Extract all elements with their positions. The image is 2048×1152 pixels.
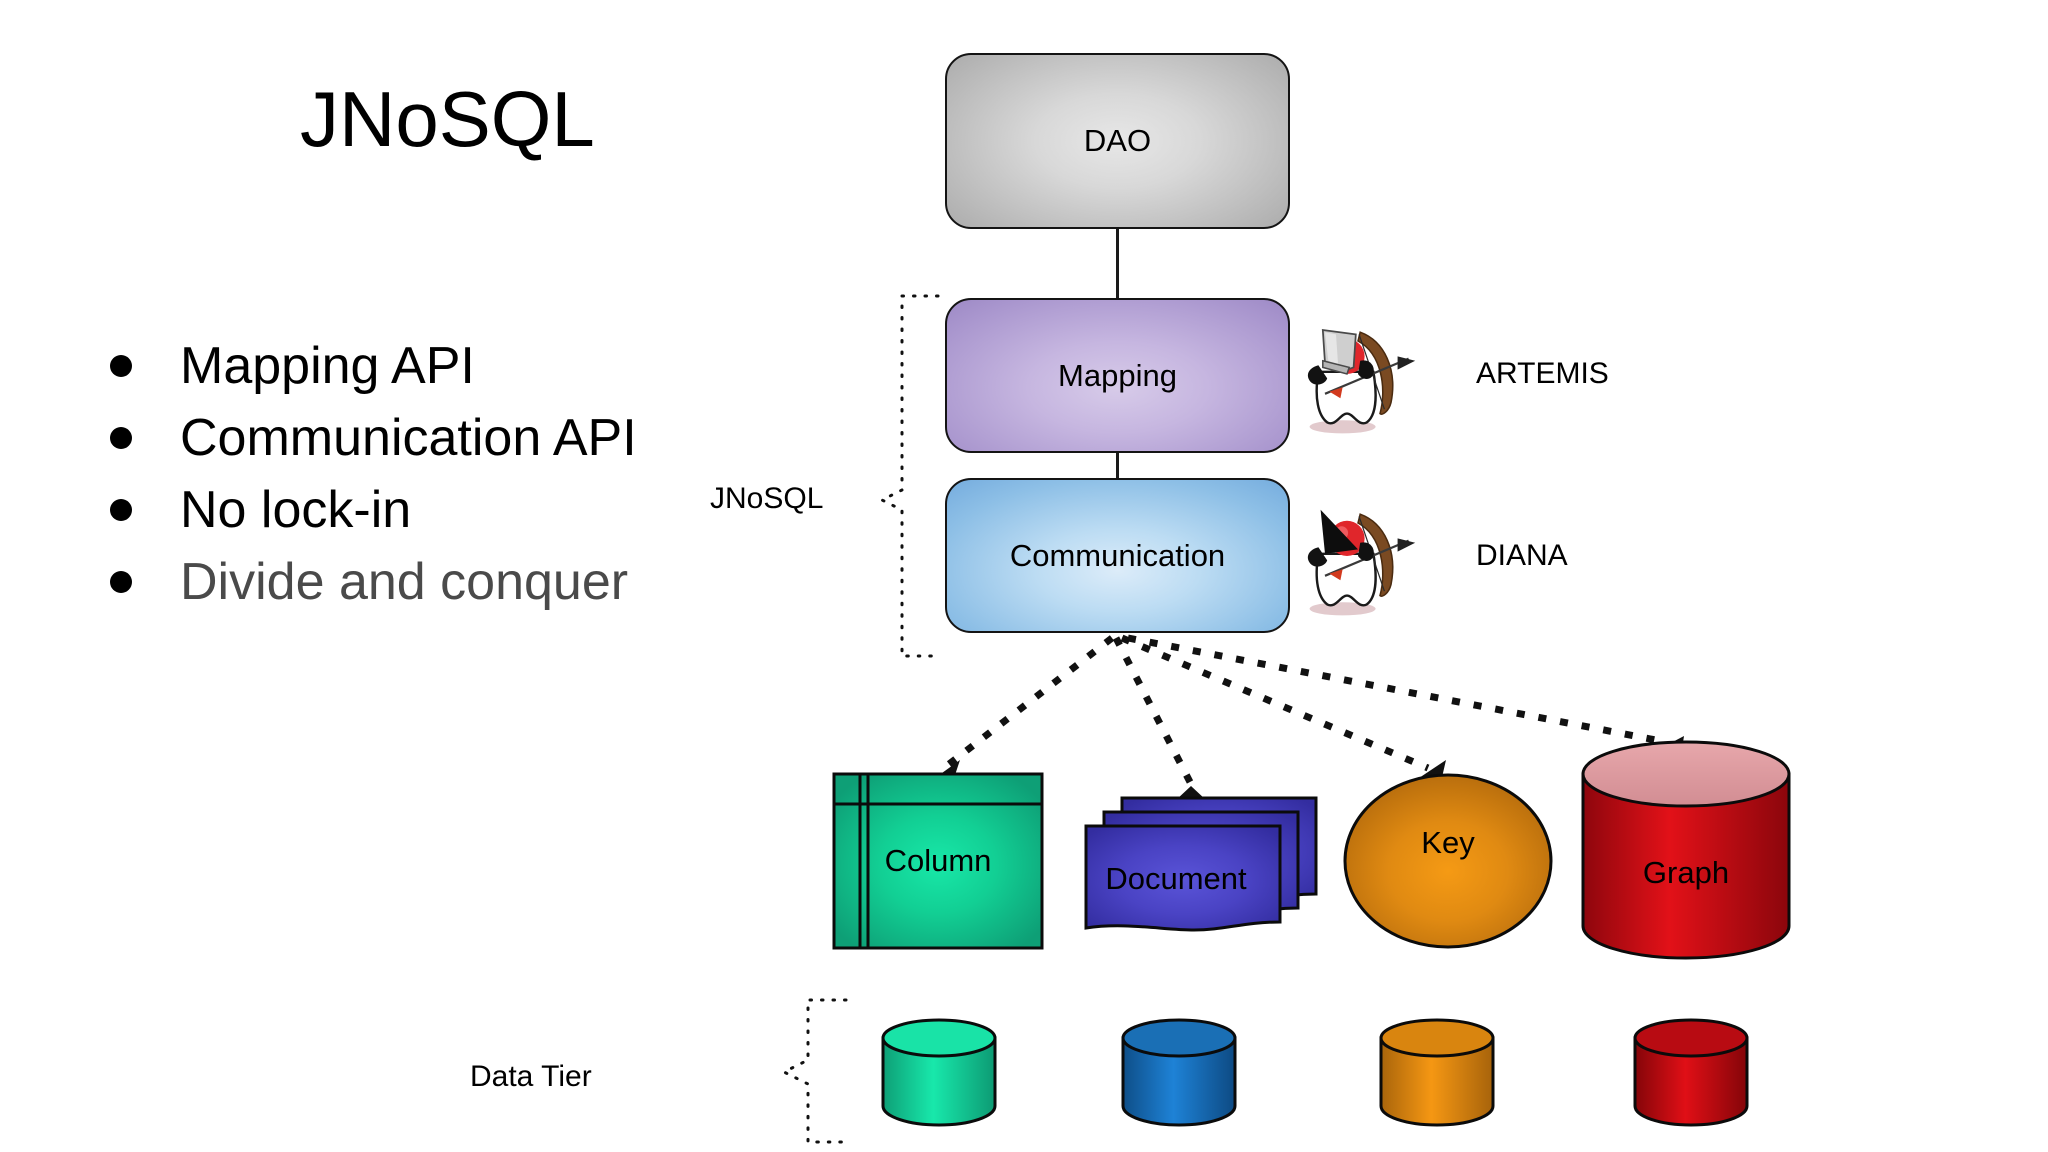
arrow-to-document — [1112, 636, 1194, 784]
arrow-to-column — [941, 635, 1115, 771]
page-title: JNoSQL — [300, 75, 595, 163]
node-dao-label: DAO — [1083, 123, 1152, 158]
node-communication-label: Communication — [1009, 537, 1226, 573]
data-tier-bracket-label: Data Tier — [470, 1060, 592, 1093]
bullet-label: Divide and conquer — [180, 553, 629, 611]
bullet-dot-icon — [110, 355, 132, 377]
data-tier-cylinder-graph[interactable] — [1632, 1018, 1750, 1128]
list-item: Mapping API — [110, 330, 870, 402]
jnosql-bracket-label: JNoSQL — [710, 482, 824, 515]
node-mapping[interactable]: Mapping — [945, 298, 1290, 453]
connector-mapping-to-communication — [1116, 453, 1119, 478]
data-tier-cylinder-document[interactable] — [1120, 1018, 1238, 1128]
list-item: Communication API — [110, 402, 870, 474]
list-item: No lock-in — [110, 474, 870, 546]
node-mapping-label: Mapping — [1058, 357, 1177, 393]
data-tier-cylinder-key[interactable] — [1378, 1018, 1496, 1128]
data-tier-cylinder-column[interactable] — [880, 1018, 998, 1128]
node-communication[interactable]: Communication — [945, 478, 1290, 633]
connector-dao-to-mapping — [1116, 229, 1119, 298]
architecture-diagram: DAO Mapping Communication — [470, 0, 2048, 1152]
bullet-label: No lock-in — [180, 481, 412, 539]
badge-diana: DIANA — [1292, 490, 1568, 622]
store-shape-key[interactable] — [1342, 772, 1554, 950]
bullet-label: Communication API — [180, 409, 637, 467]
feature-bullet-list: Mapping API Communication API No lock-in… — [110, 330, 870, 618]
duke-archer-helmet-icon — [1307, 328, 1416, 434]
arrow-to-key — [1120, 634, 1430, 772]
list-item: Divide and conquer — [110, 546, 870, 618]
store-shape-graph[interactable] — [1580, 740, 1792, 960]
bullet-label: Mapping API — [180, 337, 475, 395]
badge-artemis: ARTEMIS — [1292, 308, 1609, 440]
left-content-pane: JNoSQL Mapping API Communication API No … — [0, 0, 900, 1152]
jnosql-bracket-path — [878, 294, 940, 658]
duke-archer-hat-icon — [1307, 509, 1416, 616]
arrow-to-graph — [1127, 634, 1667, 746]
bullet-dot-icon — [110, 571, 132, 593]
node-dao[interactable]: DAO — [945, 53, 1290, 229]
store-shape-column[interactable] — [832, 772, 1044, 950]
store-shape-document[interactable] — [1080, 790, 1320, 950]
badge-artemis-label: ARTEMIS — [1476, 357, 1609, 390]
bullet-dot-icon — [110, 427, 132, 449]
badge-diana-label: DIANA — [1476, 539, 1568, 572]
bullet-dot-icon — [110, 499, 132, 521]
